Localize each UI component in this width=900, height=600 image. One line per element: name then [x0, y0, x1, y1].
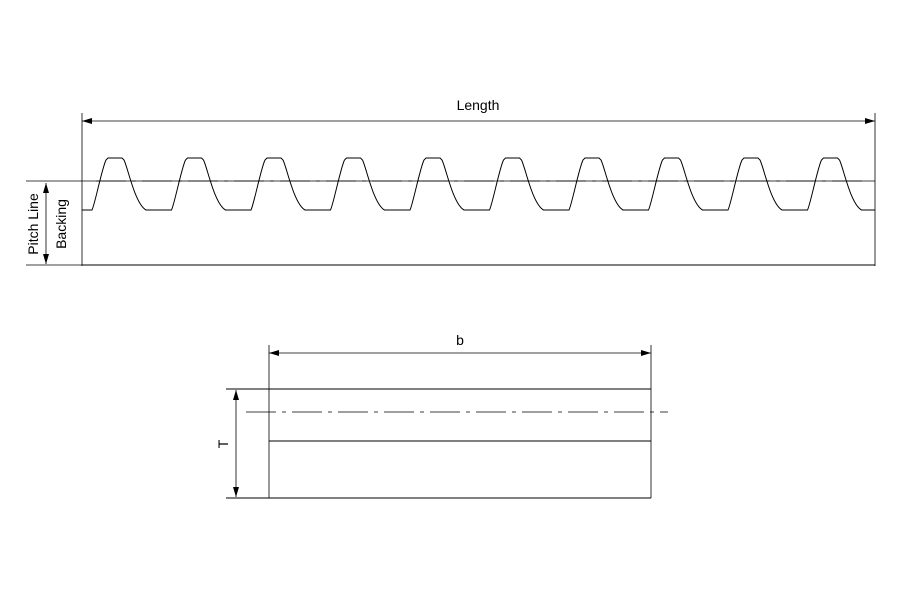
length-label: Length: [457, 97, 500, 113]
width-label: b: [456, 332, 464, 348]
backing-label: Backing: [53, 199, 69, 249]
thickness-label: T: [215, 439, 231, 448]
rack-tooth-profile: [82, 157, 875, 211]
section-view: b T: [215, 332, 668, 499]
pitch-line-label: Pitch Line: [25, 193, 41, 255]
rack-view: Length Pitch Line Backing: [25, 97, 876, 266]
